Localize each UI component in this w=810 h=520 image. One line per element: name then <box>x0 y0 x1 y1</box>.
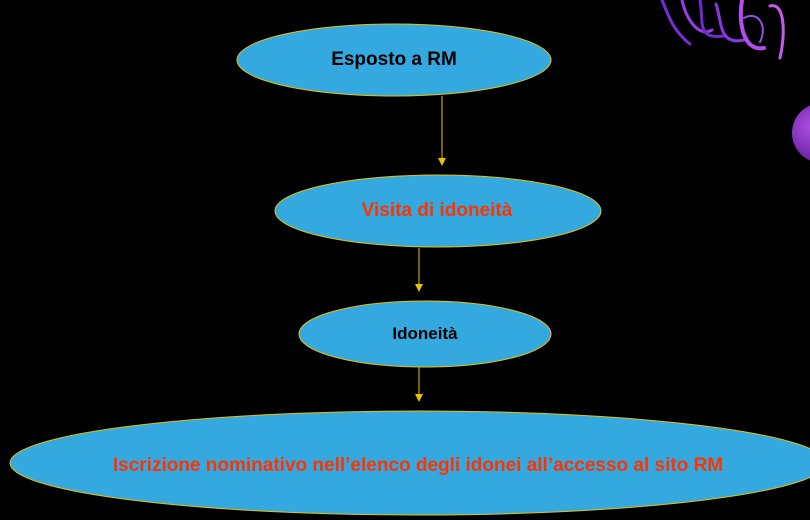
connector-2 <box>415 248 423 292</box>
purple-swirl-decoration <box>660 0 785 60</box>
node-registration-label: Iscrizione nominativo nell’elenco degli … <box>112 454 724 476</box>
node-exposed-ellipse <box>236 23 552 97</box>
node-fitness-visit-ellipse <box>274 174 602 248</box>
connector-3 <box>415 366 423 402</box>
node-exposed-label: Esposto a RM <box>331 48 457 70</box>
purple-orb-decoration <box>792 105 810 161</box>
node-fitness-label: Idoneità <box>392 323 458 343</box>
node-registration-ellipse <box>9 410 810 516</box>
node-fitness-ellipse <box>298 300 552 368</box>
connector-1 <box>438 96 446 166</box>
node-fitness-visit-label: Visita di idoneità <box>361 199 513 221</box>
